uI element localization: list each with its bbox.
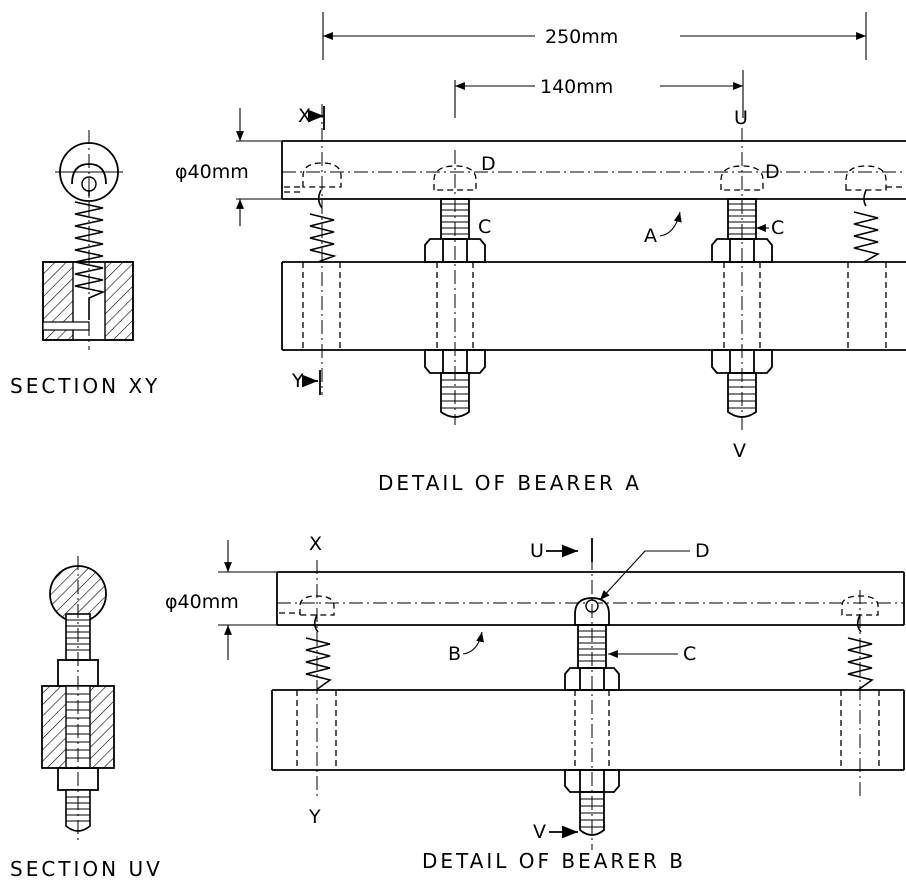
caption-section-xy: SECTION XY	[10, 374, 160, 398]
label-b: B	[448, 643, 461, 665]
label-d-right: D	[765, 161, 780, 183]
caption-section-uv: SECTION UV	[10, 857, 163, 881]
label-c-left: C	[478, 216, 491, 238]
section-mark-x-a: X	[298, 105, 311, 127]
label-c-b: C	[683, 643, 696, 665]
bearer-a-lower-block	[281, 261, 906, 351]
section-mark-y-a: Y	[291, 370, 304, 392]
section-mark-u-a: U	[734, 107, 748, 129]
section-mark-v-b: V	[533, 821, 546, 843]
bearer-b-spring-right	[841, 590, 879, 800]
bearer-a-spring-right	[845, 165, 906, 263]
section-mark-v-a: V	[733, 440, 746, 462]
bearer-b-view: φ40mm X Y	[165, 533, 905, 873]
diameter-label-b: φ40mm	[165, 591, 239, 613]
bearer-b-spring-left	[279, 560, 335, 800]
diameter-label-a: φ40mm	[175, 161, 249, 183]
dimension-250mm: 250mm	[322, 12, 867, 60]
dimension-250-label: 250mm	[545, 26, 618, 48]
bearer-a-bolt-left	[424, 150, 486, 425]
label-c-right: C	[771, 217, 784, 239]
bearer-b-lower-block	[271, 689, 905, 771]
section-mark-y-b: Y	[308, 806, 321, 828]
bearer-a-view: 250mm 140mm φ40mm	[175, 12, 906, 495]
section-mark-x-b: X	[309, 533, 322, 555]
label-d-left: D	[481, 153, 496, 175]
bearer-a-spring-left	[284, 104, 342, 395]
label-a: A	[644, 225, 657, 247]
diameter-dimension-b: φ40mm	[165, 540, 277, 660]
caption-bearer-a: DETAIL OF BEARER A	[378, 471, 642, 495]
section-xy-view: SECTION XY	[10, 130, 160, 398]
caption-bearer-b: DETAIL OF BEARER B	[422, 849, 686, 873]
label-d-b: D	[695, 540, 710, 562]
section-mark-u-b: U	[530, 540, 544, 562]
diameter-dimension-a: φ40mm	[175, 108, 282, 226]
dimension-140mm: 140mm	[454, 70, 744, 118]
bearer-b-bolt-center	[564, 556, 620, 850]
bearer-a-upper-bar	[281, 140, 906, 200]
bearer-a-bolt-right	[711, 128, 773, 430]
dimension-140-label: 140mm	[540, 76, 613, 98]
section-uv-view: SECTION UV	[10, 556, 163, 881]
